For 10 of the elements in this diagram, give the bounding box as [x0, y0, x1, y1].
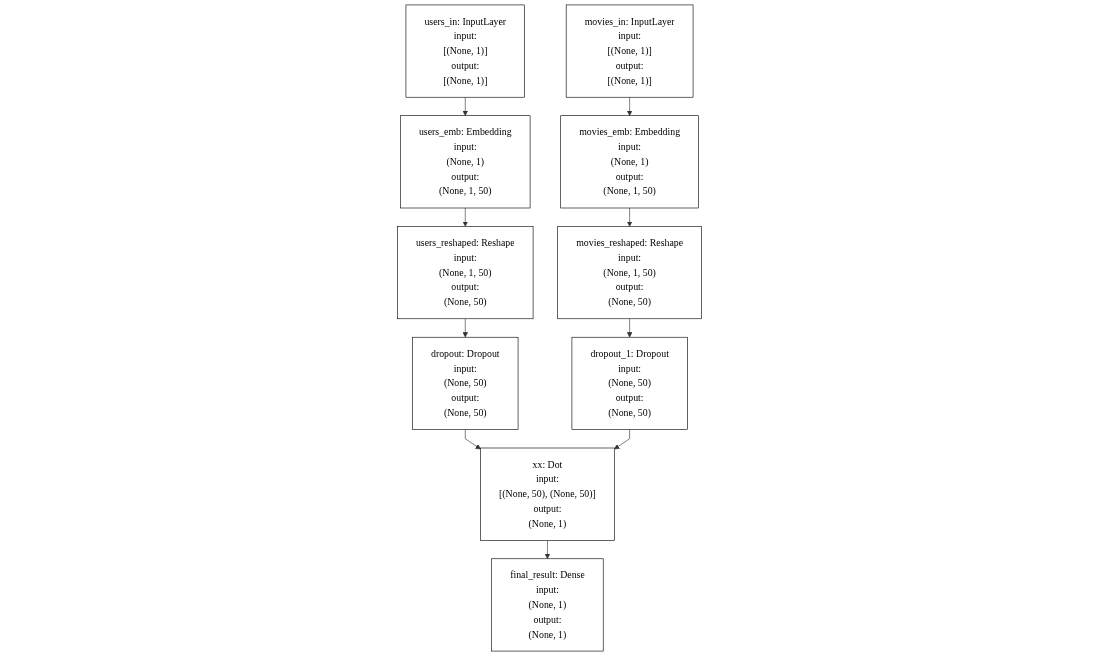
node-box: users_reshaped: Reshape input: (None, 1, 50) output: (None, 50) [397, 226, 534, 320]
node-box: final_result: Dense input: (None, 1) output: (None, 1) [491, 558, 604, 652]
node-box: movies_emb: Embedding input: (None, 1) output: (None, 1, 50) [560, 115, 699, 209]
node-box: dropout: Dropout input: (None, 50) output: (None, 50) [412, 336, 519, 430]
node-box: dropout_1: Dropout input: (None, 50) output: (None, 50) [571, 336, 688, 430]
node-box: movies_reshaped: Reshape input: (None, 1, 50) output: (None, 50) [557, 226, 702, 320]
node-box: users_in: InputLayer input: [(None, 1)] output: [(None, 1)] [405, 4, 525, 98]
node-box: users_emb: Embedding input: (None, 1) output: (None, 1, 50) [400, 115, 531, 209]
node-box: movies_in: InputLayer input: [(None, 1)] output: [(None, 1)] [565, 4, 694, 98]
node-box: xx: Dot input: [(None, 50), (None, 50)] output: (None, 1) [480, 447, 615, 541]
